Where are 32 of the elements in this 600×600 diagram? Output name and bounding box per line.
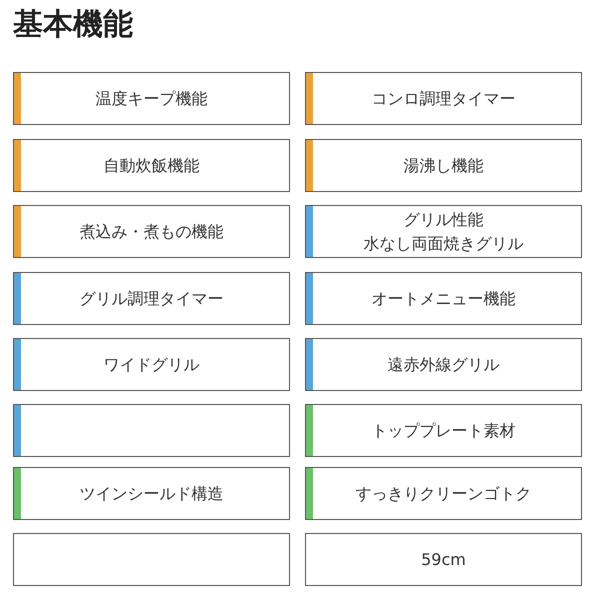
feature-label: ワイドグリル [104,354,200,376]
feature-label: グリル性能 [404,208,484,230]
feature-card [13,205,290,258]
feature-card [305,205,582,258]
feature-label: 水なし両面焼きグリル [364,232,524,254]
feature-card [13,467,290,520]
feature-label: グリル調理タイマー [80,288,224,310]
feature-card [305,467,582,520]
feature-label: トッププレート素材 [372,420,516,442]
feature-card [305,338,582,391]
page-title: 基本機能 [13,6,133,44]
feature-label: ツインシールド構造 [80,482,224,504]
feature-card [13,338,290,391]
feature-label: 59cm [421,548,466,570]
feature-card [13,139,290,192]
feature-label: コンロ調理タイマー [372,88,516,110]
feature-label: 遠赤外線グリル [388,354,500,376]
feature-card [305,533,582,586]
feature-card [13,72,290,125]
feature-card [305,72,582,125]
feature-label: すっきりクリーンゴトク [356,482,532,504]
feature-card [305,272,582,325]
feature-card [13,404,290,457]
feature-card [13,533,290,586]
feature-label: 自動炊飯機能 [104,154,200,176]
feature-card [305,404,582,457]
feature-label: 湯沸し機能 [404,154,484,176]
feature-label: オートメニュー機能 [372,288,516,310]
feature-card [305,139,582,192]
feature-card [13,272,290,325]
feature-label: 温度キープ機能 [96,88,208,110]
feature-label: 煮込み・煮もの機能 [80,220,224,242]
